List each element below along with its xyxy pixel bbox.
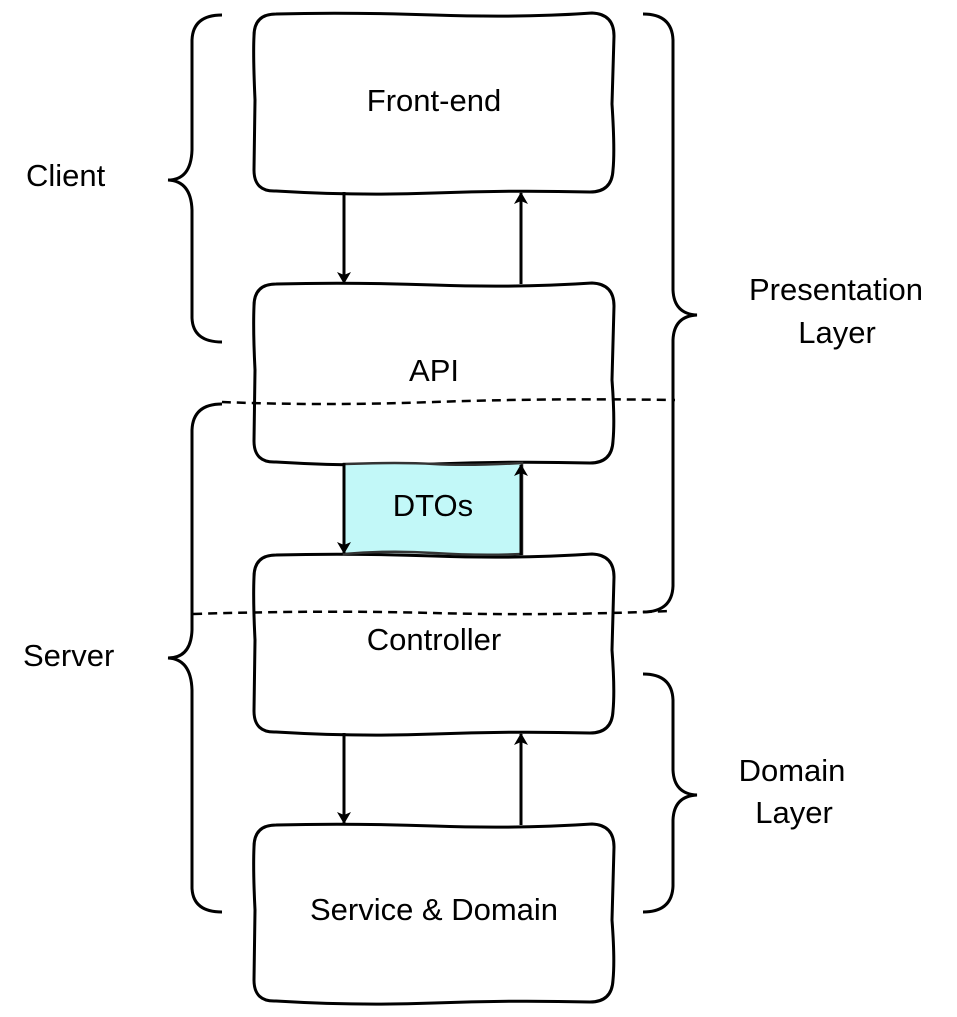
api-box: API [252,281,616,467]
server-label: Server [23,638,114,673]
dto-box: DTOs [342,461,524,557]
controller-box: Controller [252,552,616,737]
controller-label: Controller [367,622,501,657]
client-server-boundary-dashed-line [221,398,676,406]
front-end-box: Front-end [252,11,616,196]
client-brace [167,13,223,344]
client-label: Client [26,158,106,193]
dto-label: DTOs [393,488,473,523]
service-domain-box: Service & Domain [252,822,616,1006]
presentation-layer-label-line2: Layer [798,315,876,350]
presentation-layer-label-line1: Presentation [749,272,923,307]
server-brace [167,402,223,914]
domain-layer-label-line1: Domain [739,753,846,788]
domain-layer-brace [642,672,698,914]
front-end-label: Front-end [367,83,501,118]
service-domain-label: Service & Domain [310,892,558,927]
domain-layer-label-line2: Layer [755,795,833,830]
presentation-domain-boundary-dashed-line [192,609,672,616]
api-label: API [409,353,459,388]
presentation-layer-brace [642,12,698,614]
